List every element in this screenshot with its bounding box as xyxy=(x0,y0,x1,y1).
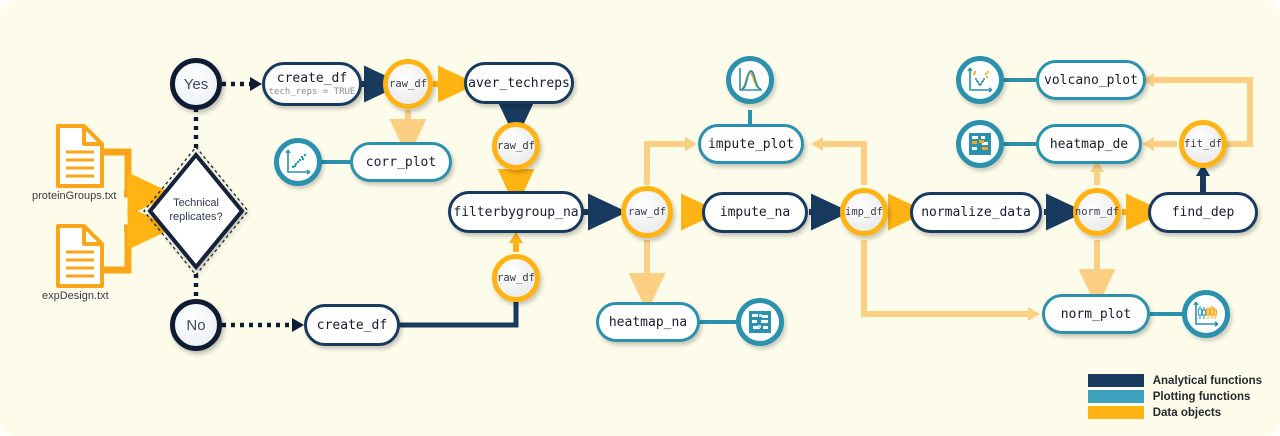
node-create-df-no-label: create_df xyxy=(316,317,388,333)
decision-line-1: Technical xyxy=(173,197,219,210)
node-aver-techreps[interactable]: aver_techreps xyxy=(464,62,574,104)
node-create-df-tech-sublabel: tech_reps = TRUE xyxy=(268,87,356,97)
density-curve-icon xyxy=(726,56,774,104)
terminator-yes-label: Yes xyxy=(183,75,209,93)
file-label-expdesign: expDesign.txt xyxy=(42,290,109,302)
data-object-raw-df-3[interactable]: raw_df xyxy=(621,186,673,238)
file-label-proteingroups: proteinGroups.txt xyxy=(32,190,117,202)
data-object-norm-df-label: norm_df xyxy=(1074,206,1120,218)
edge-rawdf3-to-imputeplot xyxy=(644,137,697,185)
data-object-imp-df[interactable]: imp_df xyxy=(840,188,888,236)
decision-line-2: replicates? xyxy=(169,211,223,223)
legend-swatch-plotting xyxy=(1087,390,1144,403)
data-object-imp-df-label: imp_df xyxy=(845,206,883,218)
edge-expdesign-to-decision xyxy=(102,206,174,274)
node-impute-plot[interactable]: impute_plot xyxy=(698,124,804,164)
node-create-df-tech-label: create_df xyxy=(276,71,348,86)
decision-technical-replicates[interactable]: Technical replicates? xyxy=(144,147,248,275)
data-object-raw-df-2-label: raw_df xyxy=(497,140,535,152)
data-object-raw-df-2[interactable]: raw_df xyxy=(492,122,540,170)
node-heatmap-na-label: heatmap_na xyxy=(608,314,688,330)
heatmap-icon-na xyxy=(736,298,784,346)
legend-label-analytical: Analytical functions xyxy=(1152,374,1262,387)
file-icon-proteingroups xyxy=(56,124,104,188)
node-filterbygroup-na[interactable]: filterbygroup_na xyxy=(448,191,584,233)
node-create-df-no[interactable]: create_df xyxy=(304,304,400,346)
terminator-no-label: No xyxy=(186,316,206,334)
edge-proteingroups-to-decision xyxy=(102,148,174,216)
node-impute-plot-label: impute_plot xyxy=(707,136,795,152)
edge-fitdf-to-volcanoplot xyxy=(1142,73,1253,147)
terminator-yes[interactable]: Yes xyxy=(170,58,222,110)
node-find-dep-label: find_dep xyxy=(1171,205,1235,220)
legend-label-data-objects: Data objects xyxy=(1152,406,1222,419)
data-object-raw-df-3-label: raw_df xyxy=(628,206,666,218)
edge-no-to-create-df xyxy=(222,318,304,332)
legend-item-analytical: Analytical functions xyxy=(1087,374,1262,387)
node-create-df-tech[interactable]: create_df tech_reps = TRUE xyxy=(262,62,362,106)
file-icon-expdesign xyxy=(56,224,104,288)
terminator-no[interactable]: No xyxy=(170,299,222,351)
node-corr-plot-label: corr_plot xyxy=(365,154,437,170)
legend-item-plotting: Plotting functions xyxy=(1087,390,1262,403)
data-object-raw-df-1[interactable]: raw_df xyxy=(383,59,433,109)
node-corr-plot[interactable]: corr_plot xyxy=(350,142,452,182)
legend-swatch-data-objects xyxy=(1087,406,1144,419)
node-volcano-plot[interactable]: volcano_plot xyxy=(1036,60,1146,100)
legend: Analytical functions Plotting functions … xyxy=(1087,374,1262,422)
node-normalize-data[interactable]: normalize_data xyxy=(910,192,1042,233)
edge-finddep-to-fitdf xyxy=(1196,164,1210,192)
data-object-fit-df-label: fit_df xyxy=(1184,138,1222,150)
legend-item-data-objects: Data objects xyxy=(1087,406,1262,419)
node-find-dep[interactable]: find_dep xyxy=(1148,192,1258,233)
legend-swatch-analytical xyxy=(1087,374,1144,387)
edge-impdf-to-normplot xyxy=(861,240,1040,321)
node-aver-techreps-label: aver_techreps xyxy=(468,75,570,91)
data-object-fit-df[interactable]: fit_df xyxy=(1179,120,1227,168)
edge-normdf-to-heatmapde xyxy=(1090,160,1104,185)
node-impute-na-label: impute_na xyxy=(719,205,791,220)
edge-fitdf-to-heatmapde xyxy=(1142,137,1177,151)
node-heatmap-de-label: heatmap_de xyxy=(1049,136,1129,152)
node-norm-plot[interactable]: norm_plot xyxy=(1042,294,1150,334)
volcano-scatter-icon xyxy=(956,56,1004,104)
edge-yes-to-create-df xyxy=(222,77,262,91)
node-heatmap-de[interactable]: heatmap_de xyxy=(1036,124,1142,164)
node-norm-plot-label: norm_plot xyxy=(1060,306,1132,322)
edge-rawdf4-to-filter xyxy=(509,232,523,252)
node-volcano-plot-label: volcano_plot xyxy=(1044,72,1138,88)
data-object-norm-df[interactable]: norm_df xyxy=(1073,188,1121,236)
node-impute-na[interactable]: impute_na xyxy=(702,192,808,233)
node-normalize-data-label: normalize_data xyxy=(921,205,1031,220)
edge-impdf-to-imputeplot xyxy=(811,137,867,185)
node-heatmap-na[interactable]: heatmap_na xyxy=(596,302,700,342)
scatter-plot-icon xyxy=(274,138,322,186)
data-object-raw-df-1-label: raw_df xyxy=(389,78,427,90)
data-object-raw-df-4[interactable]: raw_df xyxy=(492,254,540,302)
boxplot-icon xyxy=(1182,290,1230,338)
data-object-raw-df-4-label: raw_df xyxy=(497,272,535,284)
legend-label-plotting: Plotting functions xyxy=(1152,390,1251,403)
node-filterbygroup-na-label: filterbygroup_na xyxy=(453,204,579,220)
heatmap-icon-de xyxy=(956,120,1004,168)
